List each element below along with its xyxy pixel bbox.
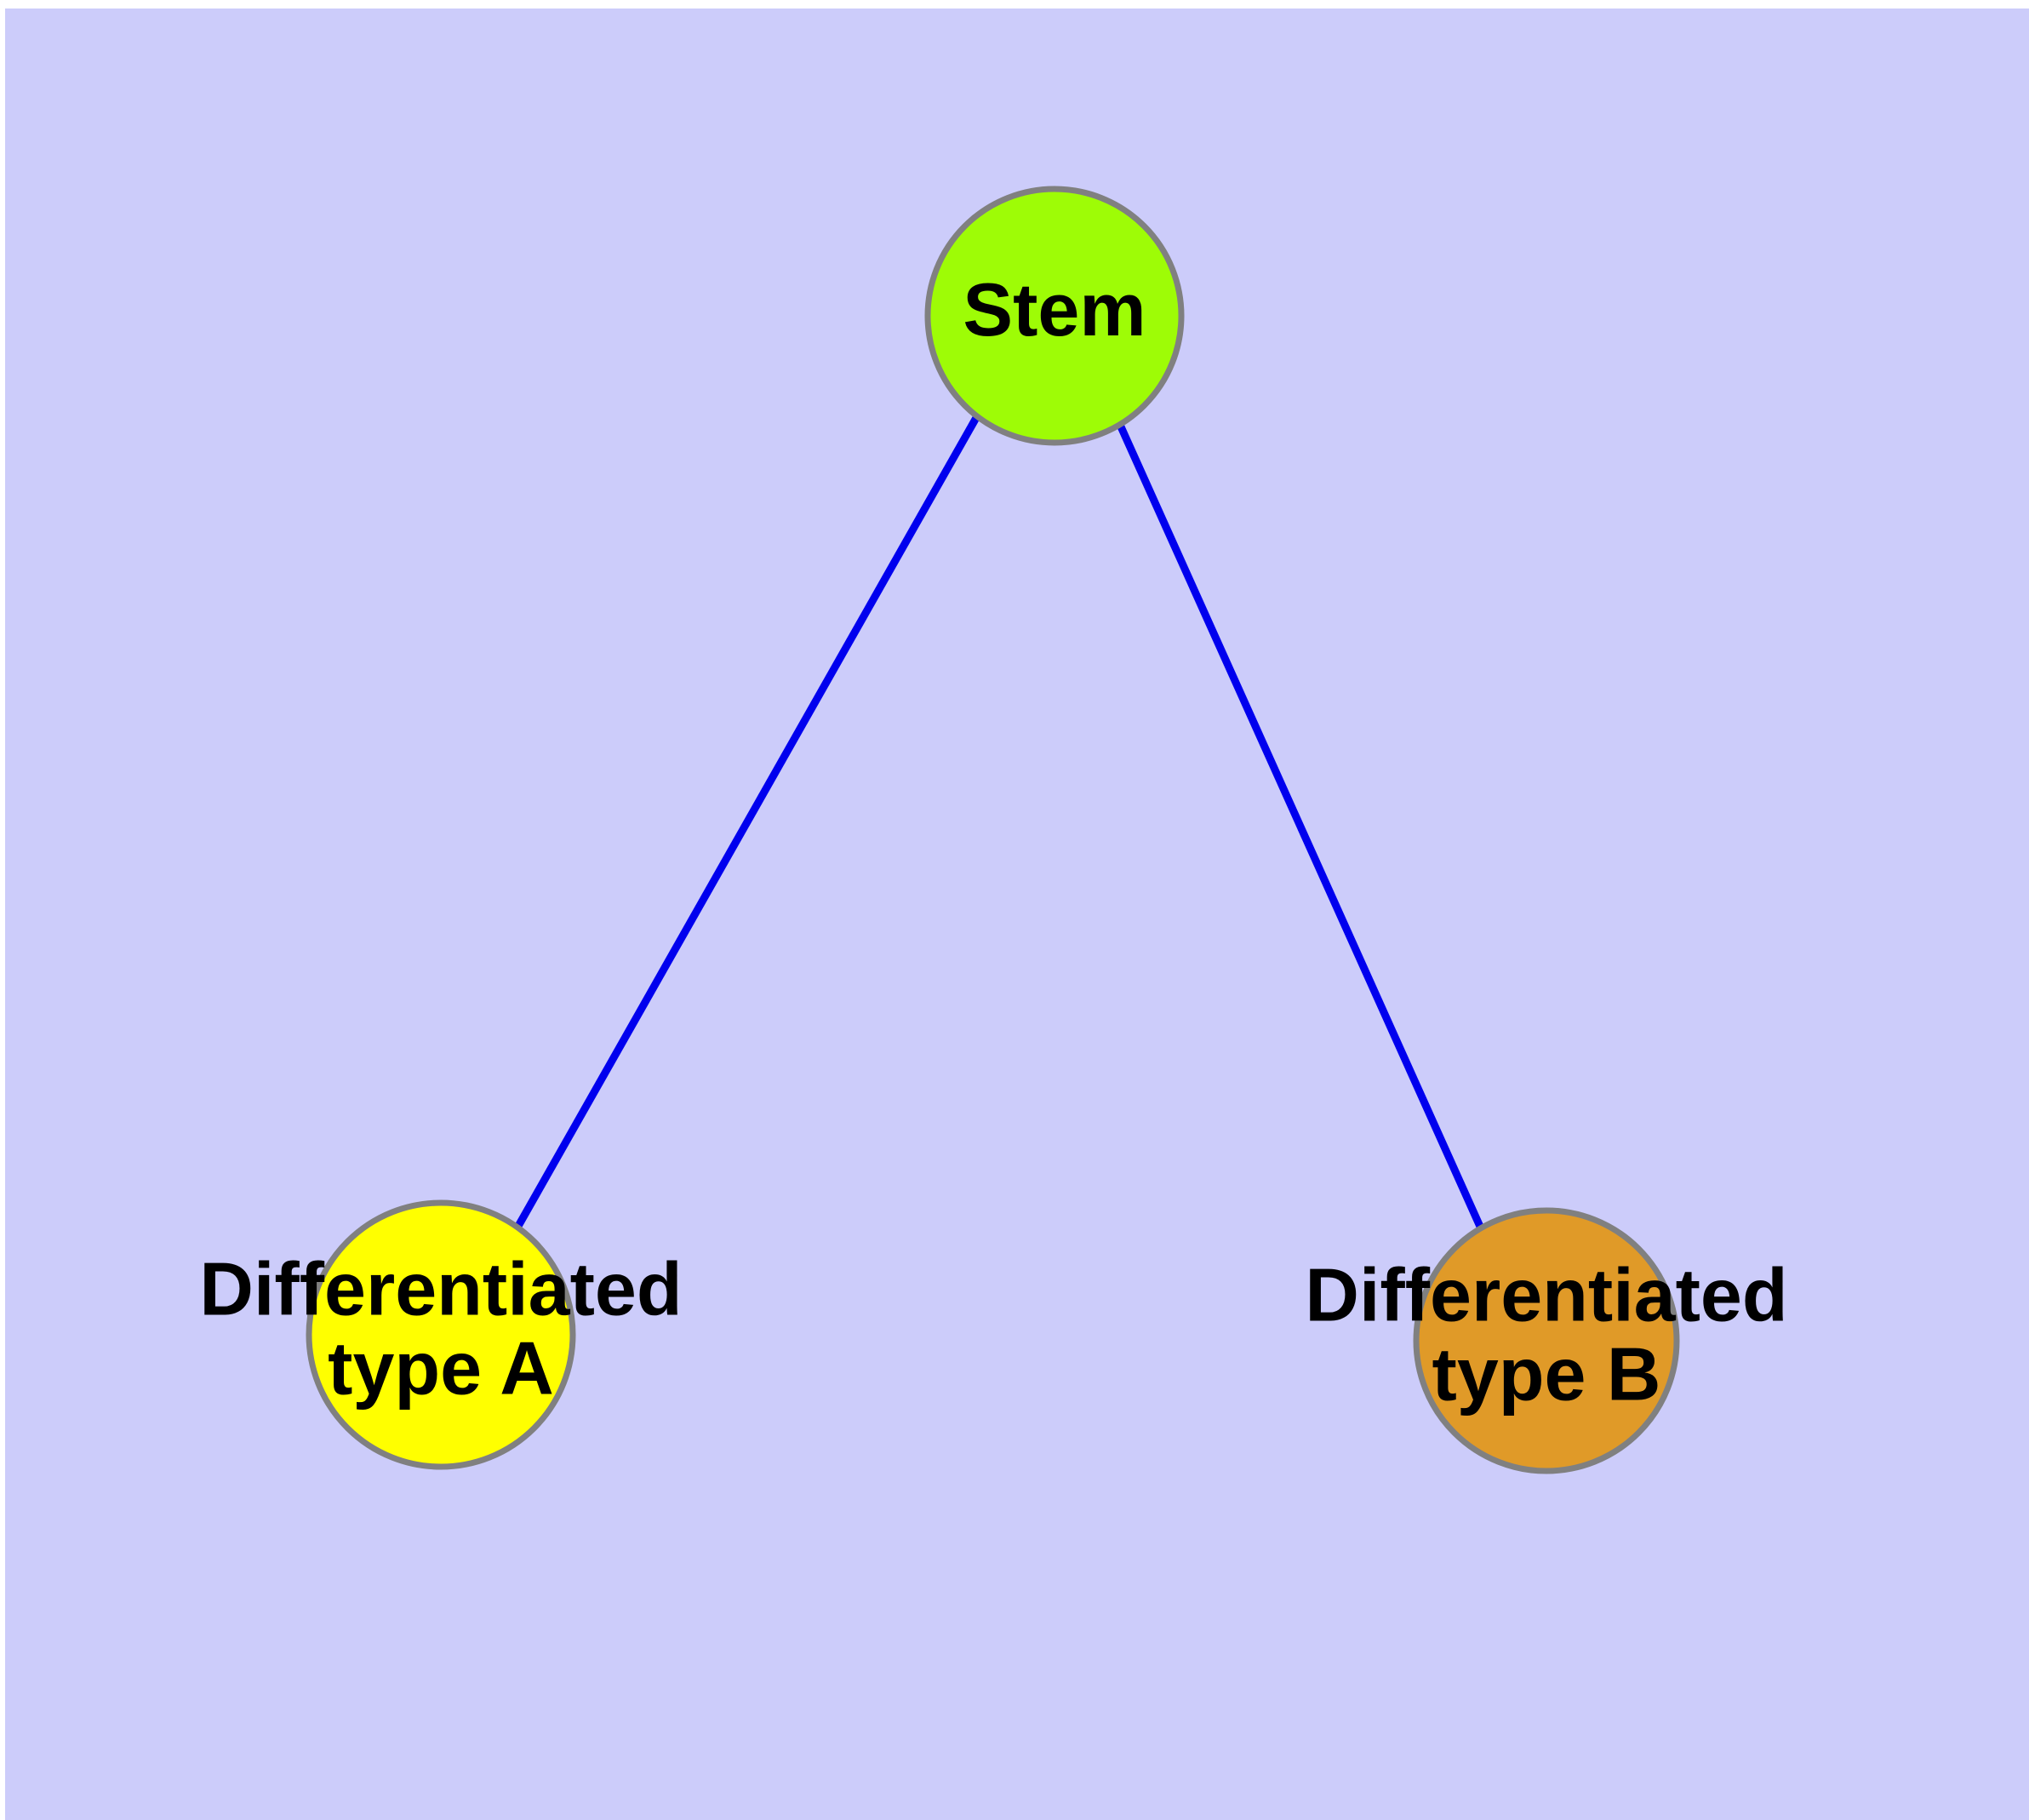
node-label-stem: Stem <box>963 267 1146 352</box>
edges-layer <box>514 414 1485 1230</box>
node-label-line: Differentiated <box>199 1247 682 1331</box>
edge-stem-to-differentiated-type-b[interactable] <box>1116 423 1485 1230</box>
nodes-layer <box>306 186 1680 1474</box>
edge-stem-to-differentiated-type-a[interactable] <box>514 414 980 1230</box>
node-differentiated-type-b[interactable] <box>1413 1207 1680 1474</box>
node-label-line: type A <box>328 1326 554 1411</box>
node-label-line: Differentiated <box>1305 1253 1787 1337</box>
node-differentiated-type-a[interactable] <box>306 1199 576 1470</box>
node-stem[interactable] <box>924 186 1185 446</box>
node-label-line: Stem <box>963 267 1146 352</box>
node-label-line: type B <box>1432 1332 1661 1417</box>
